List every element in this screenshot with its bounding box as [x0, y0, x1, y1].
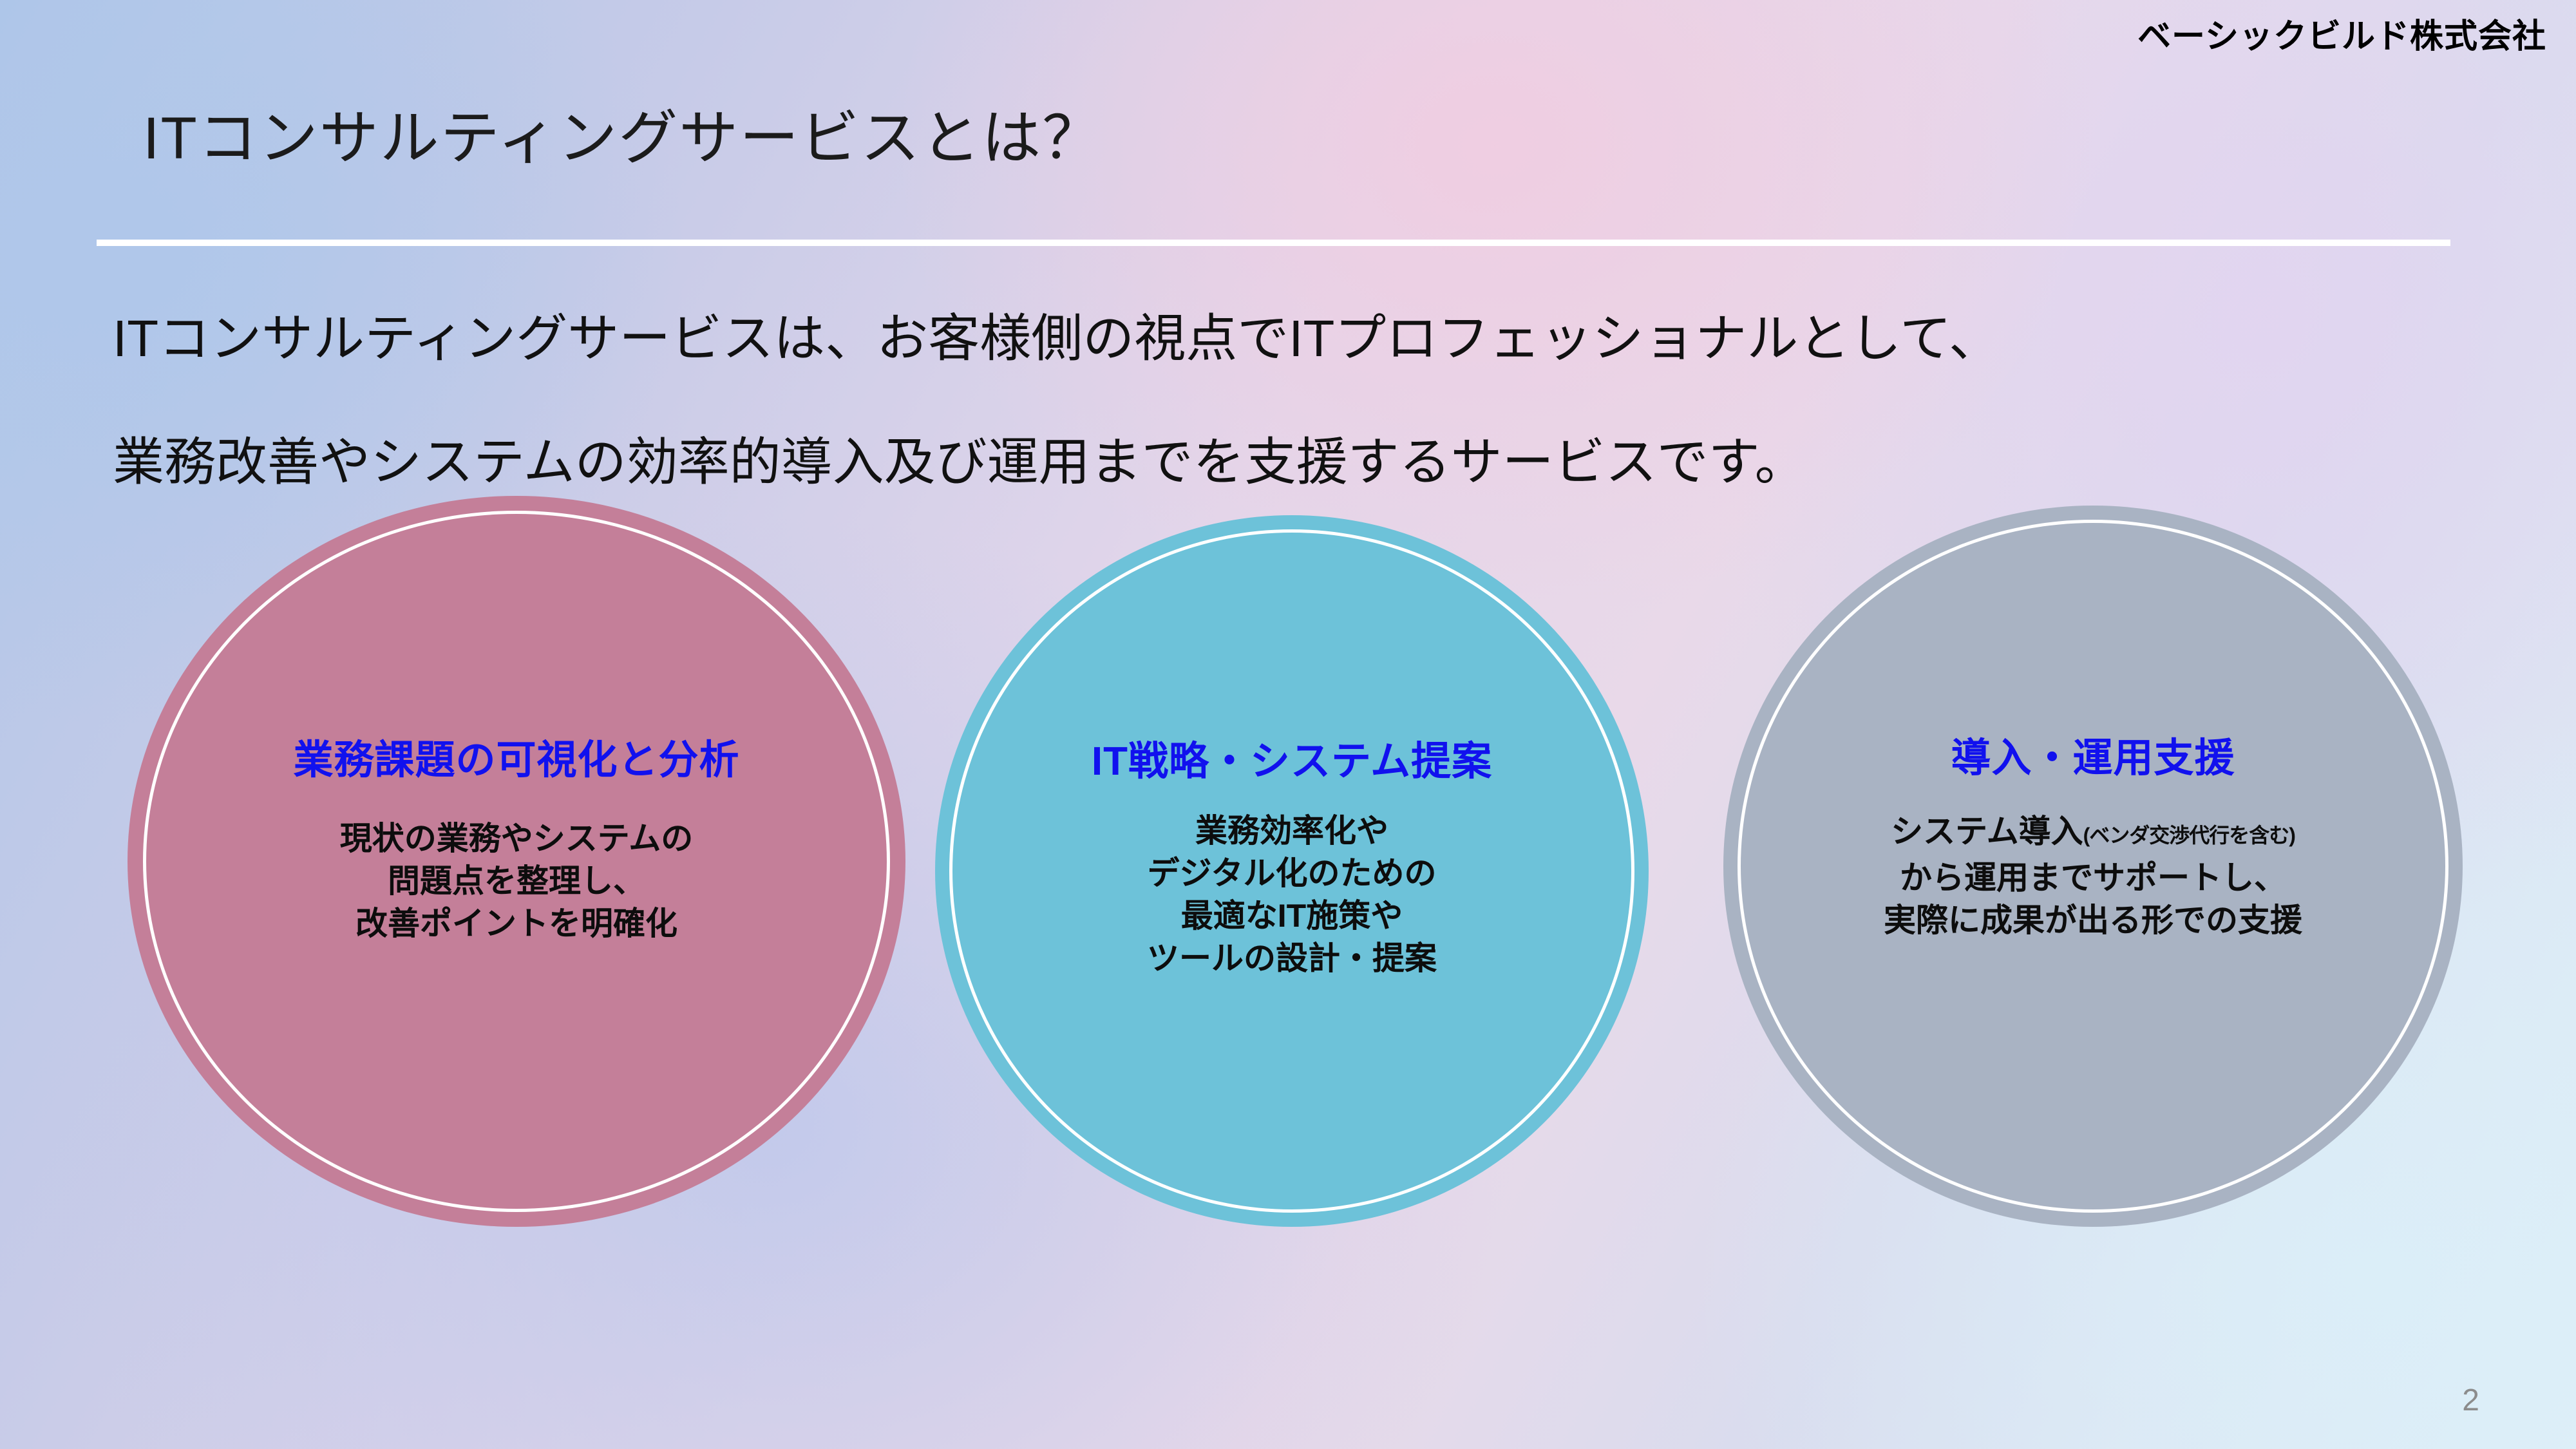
service-circle-3-body-line-1-main: システム導入	[1891, 813, 2083, 850]
service-circle-1-body-line-2: 問題点を整理し、	[388, 863, 645, 900]
service-circle-1-body-line-3: 改善ポイントを明確化	[355, 905, 677, 942]
service-circle-1-body-line-1: 現状の業務やシステムの	[339, 820, 694, 857]
lead-line-1: ITコンサルティングサービスは、お客様側の視点でITプロフェッショナルとして、	[113, 310, 2000, 367]
service-circle-2-body-line-4: ツールの設計・提案	[1147, 940, 1437, 977]
service-circle-1-body: 現状の業務やシステムの 問題点を整理し、 改善ポイントを明確化	[340, 817, 694, 945]
service-circle-3: 導入・運用支援 システム導入(ベンダ交渉代行を含む) から運用までサポートし、 …	[1723, 506, 2463, 1227]
service-circle-3-body-line-1-note: (ベンダ交渉代行を含む)	[2083, 824, 2296, 848]
service-circle-3-body-line-2: から運用までサポートし、	[1900, 860, 2286, 896]
service-circle-1: 業務課題の可視化と分析 現状の業務やシステムの 問題点を整理し、 改善ポイントを…	[128, 496, 905, 1227]
title-divider	[97, 240, 2450, 246]
service-circle-2-body-line-2: デジタル化のための	[1147, 855, 1437, 892]
service-circle-2-heading: IT戦略・システム提案	[1091, 739, 1493, 784]
service-circle-2-body: 業務効率化や デジタル化のための 最適なIT施策や ツールの設計・提案	[1147, 810, 1437, 980]
lead-line-2: 業務改善やシステムの効率的導入及び運用までを支援するサービスです。	[113, 433, 1806, 491]
service-circle-2: IT戦略・システム提案 業務効率化や デジタル化のための 最適なIT施策や ツー…	[935, 515, 1649, 1227]
page-number: 2	[2462, 1383, 2479, 1417]
service-circle-2-body-line-1: 業務効率化や	[1195, 813, 1388, 849]
service-circle-3-body-line-1: システム導入(ベンダ交渉代行を含む)	[1884, 810, 2302, 857]
service-circle-2-body-line-3: 最適なIT施策や	[1180, 898, 1403, 934]
service-circle-1-heading: 業務課題の可視化と分析	[293, 738, 740, 782]
service-circle-3-body: システム導入(ベンダ交渉代行を含む) から運用までサポートし、 実際に成果が出る…	[1884, 810, 2302, 942]
company-name: ベーシックビルド株式会社	[2137, 18, 2546, 55]
page-title: ITコンサルティングサービスとは？	[143, 106, 1103, 171]
service-circle-3-body-line-3: 実際に成果が出る形での支援	[1884, 902, 2302, 939]
lead-paragraph: ITコンサルティングサービスは、お客様側の視点でITプロフェッショナルとして、 …	[113, 277, 2367, 524]
service-circle-3-heading: 導入・運用支援	[1951, 736, 2235, 781]
